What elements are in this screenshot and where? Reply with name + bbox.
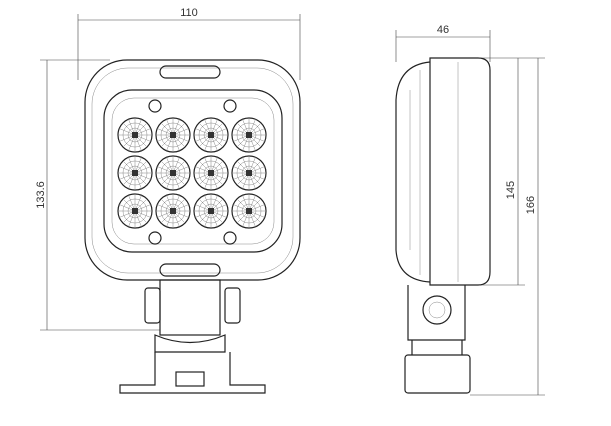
- top-slot: [159, 65, 221, 79]
- led-chip: [208, 170, 214, 176]
- front-view: [84, 59, 301, 394]
- screw-icon: [223, 99, 237, 113]
- side-back: [395, 61, 431, 283]
- dimension-label-110: 110: [180, 7, 198, 19]
- screw-icon: [148, 99, 162, 113]
- mount-bracket: [159, 279, 221, 336]
- dimension-label-46: 46: [437, 24, 449, 36]
- base-nut: [175, 371, 205, 387]
- dimension-front-height: 133.6: [35, 59, 160, 331]
- led: [155, 155, 191, 191]
- led-chip: [170, 208, 176, 214]
- led: [193, 117, 229, 153]
- led: [117, 155, 153, 191]
- led: [231, 155, 267, 191]
- screw-icon: [223, 231, 237, 245]
- lens-outline: [103, 89, 283, 253]
- side-pivot-bolt: [422, 295, 452, 325]
- led-chip: [170, 132, 176, 138]
- side-base: [404, 354, 471, 394]
- dimension-label-145: 145: [505, 181, 517, 199]
- led-chip: [170, 170, 176, 176]
- dimension-label-166: 166: [525, 196, 537, 214]
- led-chip: [208, 208, 214, 214]
- side-pivot-bolt-inner: [428, 301, 446, 319]
- led-chip: [132, 208, 138, 214]
- led: [193, 193, 229, 229]
- bolt-left: [144, 287, 161, 324]
- led-chip: [208, 132, 214, 138]
- dimension-side-heights: 145 166: [470, 57, 545, 396]
- led-chip: [132, 170, 138, 176]
- led: [193, 155, 229, 191]
- dimension-front-width: 110: [77, 7, 301, 80]
- side-bracket: [407, 285, 466, 341]
- housing-inner-outline: [91, 67, 294, 274]
- bolt-right: [224, 287, 241, 324]
- dimension-side-depth: 46: [395, 24, 491, 62]
- bottom-slot: [159, 263, 221, 277]
- led-chip: [246, 208, 252, 214]
- led-chip: [246, 170, 252, 176]
- dimension-label-133-6: 133.6: [35, 181, 47, 209]
- led-chip: [132, 132, 138, 138]
- led: [117, 117, 153, 153]
- lens-inner-outline: [111, 97, 275, 245]
- led: [231, 193, 267, 229]
- base-plate: [119, 352, 266, 394]
- side-contour-lines: [409, 62, 459, 282]
- screw-icon: [148, 231, 162, 245]
- side-body: [429, 57, 491, 286]
- led-grid: [117, 117, 267, 229]
- led-chip: [246, 132, 252, 138]
- led: [117, 193, 153, 229]
- led: [155, 193, 191, 229]
- led: [231, 117, 267, 153]
- side-view: [395, 57, 491, 394]
- pivot-base: [154, 334, 226, 353]
- led: [155, 117, 191, 153]
